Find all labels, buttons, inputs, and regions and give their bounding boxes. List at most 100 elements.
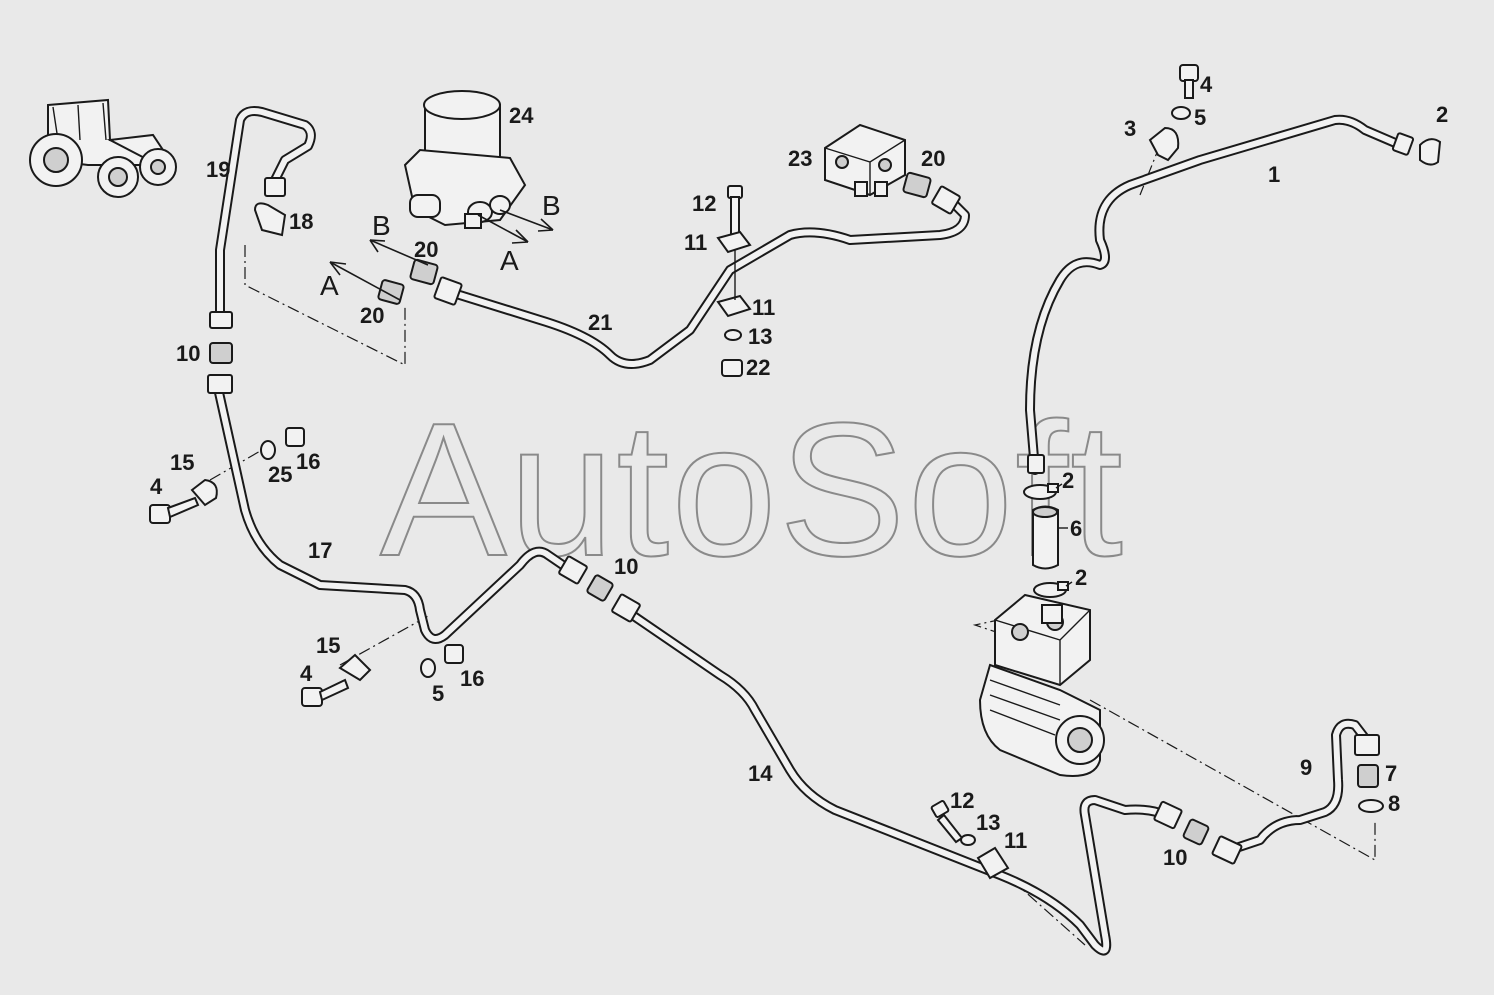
direction-label-b-left: B (372, 210, 391, 241)
callout-18: 18 (289, 209, 313, 234)
watermark: AutoSoft (380, 384, 1125, 596)
callout-15-upper: 15 (170, 450, 194, 475)
callout-3: 3 (1124, 116, 1136, 141)
bolt-4-top (1179, 64, 1199, 99)
callout-10-right: 10 (1163, 845, 1187, 870)
fitting-10-left (209, 342, 233, 364)
callout-6: 6 (1070, 516, 1082, 541)
callout-13-bottom: 13 (976, 810, 1000, 835)
arrow-b-left (369, 239, 429, 266)
alignment-line-18 (244, 245, 406, 366)
pipe-14 (620, 605, 1170, 956)
nut-21-right (931, 185, 961, 215)
callout-7: 7 (1385, 761, 1397, 786)
pipe-1 (1025, 114, 1405, 475)
fitting-20-left-a (409, 258, 439, 286)
callout-13-top: 13 (748, 324, 772, 349)
callout-2-coupler-upper: 2 (1062, 468, 1074, 493)
direction-label-a-right: A (500, 245, 519, 276)
bolt-12-top (727, 185, 743, 236)
callout-12-top: 12 (692, 191, 716, 216)
callout-16-lower: 16 (460, 666, 484, 691)
fitting-20-left-b (377, 279, 405, 305)
clip-11-lower (716, 294, 752, 318)
nut-21-left (433, 276, 463, 306)
clip-11-bottom (976, 846, 1010, 880)
callout-5-lower: 5 (432, 681, 444, 706)
bolt-4-left (149, 496, 200, 524)
washer-13-top (724, 329, 742, 341)
callout-2-top: 2 (1436, 102, 1448, 127)
pipe-17 (213, 383, 575, 644)
nut-9-upper (1354, 734, 1380, 756)
callout-11-bottom: 11 (1004, 828, 1027, 853)
hose-end-1-bottom (1027, 454, 1045, 474)
leader-2-upper (1055, 483, 1063, 489)
clamp-2-top (1419, 138, 1442, 166)
clip-11-upper (716, 230, 752, 254)
fitting-7 (1357, 764, 1379, 788)
arrow-a-right (477, 214, 529, 244)
callout-22: 22 (746, 355, 770, 380)
fitting-18 (253, 177, 287, 237)
clamp-2-lower (1033, 581, 1069, 598)
hose-end-1-top (1391, 132, 1415, 156)
pipe-9 (1225, 718, 1373, 855)
nut-17-upper (207, 374, 233, 394)
bracket-15-upper (190, 478, 218, 507)
fitting-10-right (1182, 818, 1210, 846)
fitting-20-right (902, 171, 932, 199)
callout-12-bottom: 12 (950, 788, 974, 813)
callout-10-left: 10 (176, 341, 200, 366)
arrow-a-left (329, 261, 401, 301)
nut-19-lower (209, 311, 233, 329)
callout-24: 24 (509, 103, 534, 128)
bolt-4-lower (301, 678, 350, 707)
tractor-icon (29, 98, 177, 198)
direction-label-a-left: A (320, 270, 339, 301)
callout-5-top: 5 (1194, 105, 1206, 130)
callout-17: 17 (308, 538, 332, 563)
leader-2-lower (1065, 581, 1073, 587)
washer-25 (260, 440, 276, 460)
washer-5-lower (420, 658, 436, 678)
callout-8: 8 (1388, 791, 1400, 816)
callout-25: 25 (268, 462, 292, 487)
callout-23: 23 (788, 146, 812, 171)
coupler-6 (1032, 505, 1059, 570)
callout-4-top: 4 (1200, 72, 1213, 97)
alignment-line-11 (994, 864, 1086, 946)
callout-14: 14 (748, 761, 773, 786)
fitting-10-middle (586, 574, 614, 602)
valve-block-23 (824, 123, 906, 197)
callout-4-left: 4 (150, 474, 163, 499)
callout-20-left-lower: 20 (360, 303, 384, 328)
callout-15-lower: 15 (316, 633, 340, 658)
pipe-21 (445, 195, 970, 369)
callout-20-right: 20 (921, 146, 945, 171)
air-compressor (978, 593, 1105, 777)
alignment-line-9 (1089, 699, 1376, 862)
callout-16-upper: 16 (296, 449, 320, 474)
clamp-2-upper (1023, 483, 1059, 500)
callouts: 1 2 2 2 3 4 4 4 5 5 6 7 8 9 10 10 10 11 … (150, 72, 1448, 870)
callout-10-middle: 10 (614, 554, 638, 579)
callout-19: 19 (206, 157, 230, 182)
bolt-12-bottom (930, 800, 964, 844)
nut-16-upper (285, 427, 305, 447)
bracket-3 (1148, 126, 1180, 162)
nut-14-lower (1153, 800, 1183, 830)
direction-label-b-right: B (542, 190, 561, 221)
callout-11-upper: 11 (684, 230, 707, 255)
callout-9: 9 (1300, 755, 1312, 780)
nut-9-lower (1211, 835, 1243, 865)
nut-22 (721, 359, 743, 377)
pipe-19 (215, 106, 316, 323)
o-ring-8 (1358, 799, 1384, 813)
washer-5-top (1171, 106, 1191, 120)
air-dryer-24 (403, 90, 527, 229)
bracket-15-lower (338, 653, 372, 682)
nut-16-lower (444, 644, 464, 664)
arrow-b-right (499, 209, 554, 232)
